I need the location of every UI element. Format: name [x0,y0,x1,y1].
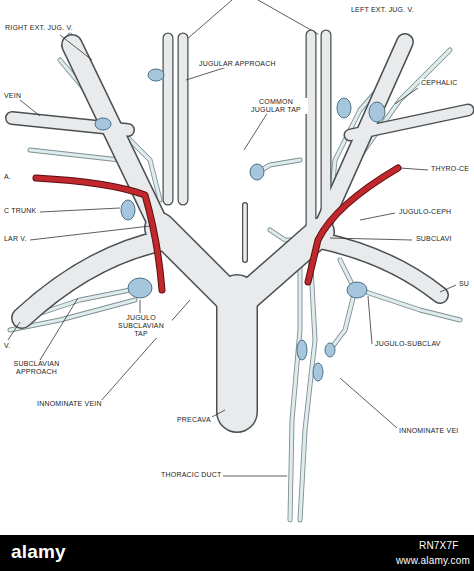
anatomy-label: THYRO-CE [430,165,470,173]
anatomy-label: SUBCLAVI [415,235,453,243]
anatomy-label: JUGULAR APPROACH [198,60,277,68]
anatomy-label: CEPHALIC [420,79,459,87]
anatomy-label: LEFT EXT. JUG. V. [350,6,415,14]
anatomy-label: VEIN [3,92,22,100]
watermark: RN7X7F [418,540,460,552]
anatomy-label: SU [458,280,470,288]
anatomy-label: INNOMINATE VEIN [36,400,103,408]
anatomy-label: SUBCLAVIAN APPROACH [8,360,65,376]
anatomy-label: JUGULO-CEPH [398,208,452,216]
anatomy-label: JUGULO SUBCLAVIAN TAP [110,314,172,338]
anatomy-label: RIGHT EXT. JUG. V. [4,24,74,32]
anatomy-label: INNOMINATE VEI [398,427,459,435]
watermark: www.alamy.com [395,555,471,567]
anatomy-label: V. [3,342,11,350]
anatomy-label: COMMON JUGULAR TAP [244,98,308,114]
anatomy-label: A. [3,173,12,181]
anatomy-label: LAR V. [3,235,28,243]
anatomy-label: C TRUNK [3,207,37,215]
watermark: alamy [10,541,67,563]
anatomy-label: JUGULO-SUBCLAV [374,340,442,348]
anatomy-label: PRECAVA [176,416,212,424]
anatomy-label: THORACIC DUCT [160,471,223,479]
